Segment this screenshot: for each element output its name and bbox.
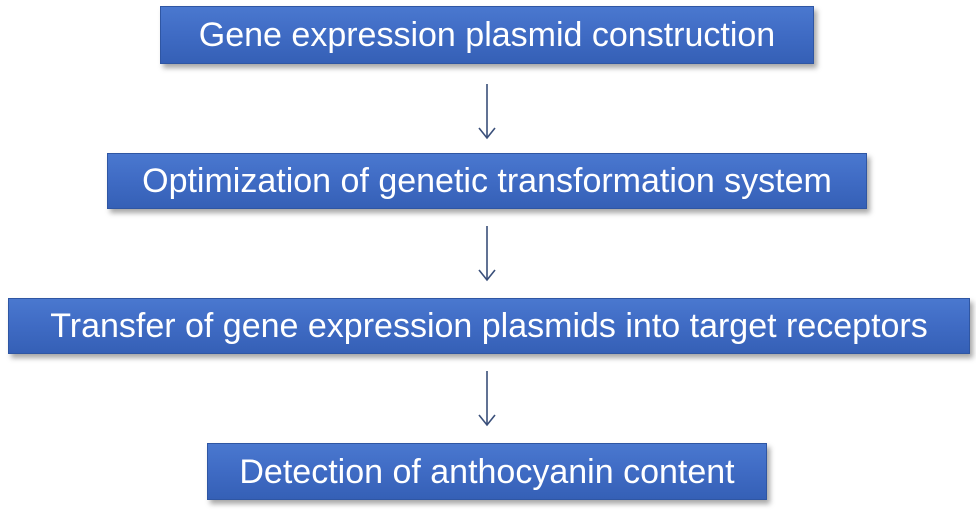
down-arrow-icon: [478, 84, 496, 140]
step-label: Detection of anthocyanin content: [239, 452, 735, 491]
down-arrow-icon: [478, 371, 496, 427]
step-label: Optimization of genetic transformation s…: [142, 162, 832, 200]
step-box-transformation-optimization: Optimization of genetic transformation s…: [107, 153, 867, 209]
step-box-plasmid-transfer: Transfer of gene expression plasmids int…: [8, 298, 970, 354]
step-box-anthocyanin-detection: Detection of anthocyanin content: [207, 443, 767, 500]
step-label: Transfer of gene expression plasmids int…: [50, 307, 928, 345]
down-arrow-icon: [478, 226, 496, 282]
step-label: Gene expression plasmid construction: [198, 16, 776, 54]
step-box-plasmid-construction: Gene expression plasmid construction: [160, 6, 814, 64]
